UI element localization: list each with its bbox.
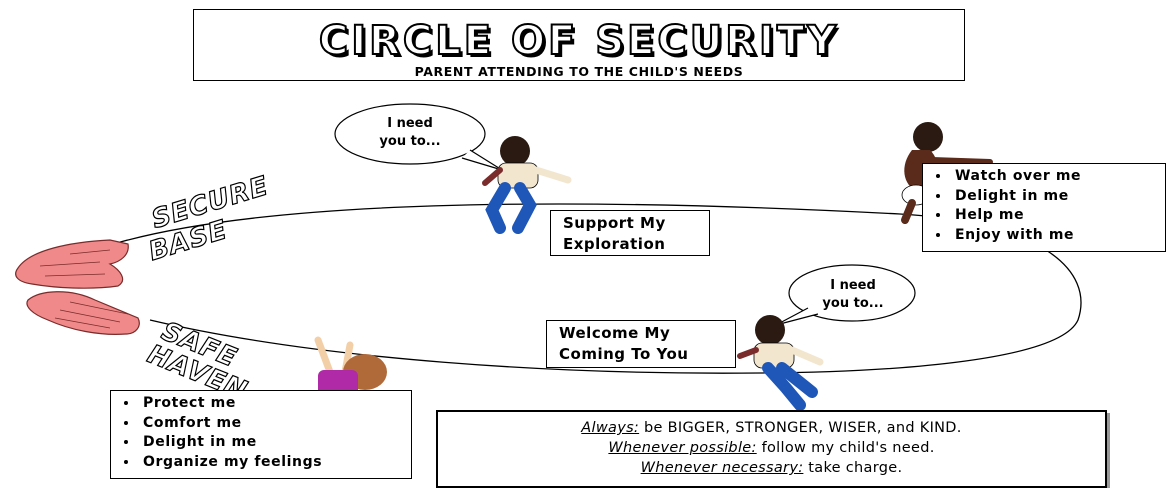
- need-item: Watch over me: [951, 167, 1165, 187]
- welcome-coming-box: Welcome My Coming To You: [546, 320, 736, 368]
- need-item: Delight in me: [139, 433, 411, 453]
- need-item: Organize my feelings: [139, 453, 411, 473]
- walking-child-top-icon: [482, 136, 572, 234]
- guidance-possible-text: follow my child's need.: [756, 440, 935, 456]
- need-item: Enjoy with me: [951, 226, 1165, 246]
- guidance-line-necessary: Whenever necessary: take charge.: [438, 458, 1105, 478]
- bubble-top-text: I need you to...: [350, 115, 470, 151]
- bubble-right-text: I need you to...: [798, 277, 908, 313]
- speech-bubble-top: [334, 103, 503, 171]
- guidance-necessary-label: Whenever necessary:: [640, 460, 804, 476]
- need-item: Help me: [951, 206, 1165, 226]
- upper-hand-icon: [15, 239, 129, 289]
- diagram-subtitle: PARENT ATTENDING TO THE CHILD'S NEEDS: [414, 64, 744, 79]
- top-right-needs-list: Watch over me Delight in me Help me Enjo…: [923, 167, 1165, 245]
- bubble-top-line2: you to...: [379, 134, 441, 149]
- bubble-top-line1: I need: [387, 116, 433, 131]
- support-line2: Exploration: [563, 235, 666, 253]
- need-item: Comfort me: [139, 414, 411, 434]
- guidance-always-label: Always:: [581, 420, 640, 436]
- bottom-left-needs-box: Protect me Comfort me Delight in me Orga…: [110, 390, 412, 479]
- support-line1: Support My: [563, 214, 666, 232]
- welcome-line2: Coming To You: [559, 345, 689, 363]
- lower-hand-icon: [26, 291, 140, 335]
- need-item: Protect me: [139, 394, 411, 414]
- support-exploration-box: Support My Exploration: [550, 210, 710, 256]
- title-box: CIRCLE OF SECURITY PARENT ATTENDING TO T…: [193, 9, 965, 81]
- walking-child-bottom-icon: [737, 315, 824, 411]
- guidance-box: Always: be BIGGER, STRONGER, WISER, and …: [436, 410, 1107, 488]
- guidance-line-always: Always: be BIGGER, STRONGER, WISER, and …: [438, 418, 1105, 438]
- guidance-always-text: be BIGGER, STRONGER, WISER, and KIND.: [639, 420, 962, 436]
- guidance-line-possible: Whenever possible: follow my child's nee…: [438, 438, 1105, 458]
- bubble-right-line1: I need: [830, 278, 876, 293]
- guidance-necessary-text: take charge.: [803, 460, 903, 476]
- top-right-needs-box: Watch over me Delight in me Help me Enjo…: [922, 163, 1166, 252]
- diagram-title: CIRCLE OF SECURITY: [318, 17, 840, 65]
- welcome-line1: Welcome My: [559, 324, 671, 342]
- guidance-possible-label: Whenever possible:: [608, 440, 757, 456]
- bottom-left-needs-list: Protect me Comfort me Delight in me Orga…: [111, 394, 411, 472]
- circle-path: [109, 203, 1082, 374]
- need-item: Delight in me: [951, 187, 1165, 207]
- bubble-right-line2: you to...: [822, 296, 884, 311]
